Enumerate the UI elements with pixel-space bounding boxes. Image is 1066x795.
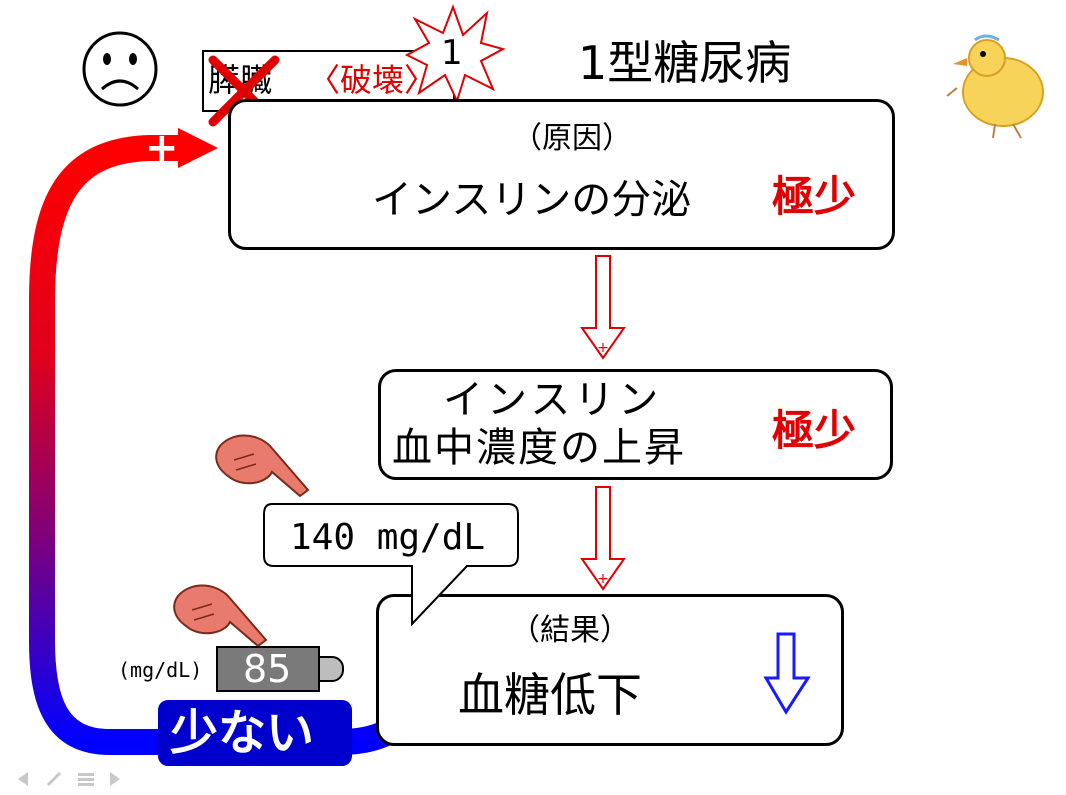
insulin-line2: 血中濃度の上昇 bbox=[392, 425, 686, 471]
insulin-level: 極少 bbox=[772, 406, 857, 455]
arrow-down-icon: + bbox=[580, 255, 626, 360]
cause-tag: （原因） bbox=[512, 121, 632, 156]
meter-unit: (mg/dL) bbox=[118, 658, 203, 682]
insulin-line1: インスリン bbox=[443, 377, 663, 423]
nav-controls-icon[interactable] bbox=[8, 769, 138, 789]
result-text: 血糖低下 bbox=[458, 668, 642, 722]
svg-text:+: + bbox=[597, 340, 609, 356]
callout-bubble bbox=[263, 503, 519, 627]
page-title: 1型糖尿病 bbox=[578, 36, 792, 90]
cause-text: インスリンの分泌 bbox=[372, 177, 692, 223]
meter-display bbox=[216, 646, 320, 692]
sad-face-icon bbox=[82, 31, 158, 107]
result-box bbox=[376, 594, 844, 746]
burst-number: 1 bbox=[441, 33, 463, 73]
result-tag: （結果） bbox=[510, 613, 630, 648]
pointing-hand-icon bbox=[215, 434, 310, 498]
arrow-down-icon bbox=[763, 632, 811, 715]
svg-text:+: + bbox=[597, 571, 609, 587]
cause-box bbox=[228, 99, 895, 250]
pointing-hand-icon bbox=[173, 584, 268, 648]
feedback-plus-sign: + bbox=[145, 125, 179, 171]
low-label: 少ない bbox=[170, 705, 315, 761]
chick-icon bbox=[946, 34, 1044, 139]
meter-value: 85 bbox=[243, 647, 292, 691]
meter-cap bbox=[318, 656, 344, 682]
low-label-box bbox=[158, 700, 352, 766]
insulin-box bbox=[378, 369, 893, 480]
callout-value: 140 mg/dL bbox=[290, 517, 486, 558]
cause-level: 極少 bbox=[772, 172, 857, 221]
arrow-down-icon: + bbox=[580, 486, 626, 591]
pancreas-status: 〈破壊〉 bbox=[308, 61, 437, 99]
